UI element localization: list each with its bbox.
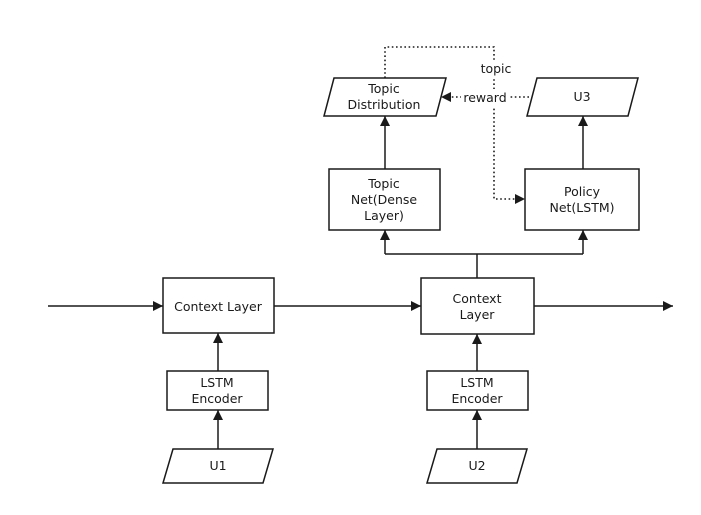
topic-net-line-1: Topic xyxy=(367,176,400,191)
policy-net-line-2: Net(LSTM) xyxy=(549,200,614,215)
node-topic-distribution: Topic Distribution xyxy=(323,77,447,117)
node-u1: U1 xyxy=(161,448,275,484)
node-context-layer-1: Context Layer xyxy=(162,277,275,334)
topic-net-line-3: Layer) xyxy=(364,208,404,223)
node-u2: U2 xyxy=(425,448,529,484)
lstm-encoder-1-line-2: Encoder xyxy=(191,391,243,406)
node-context-layer-2: Context Layer xyxy=(420,277,535,335)
node-policy-net: Policy Net(LSTM) xyxy=(524,168,640,231)
lstm-encoder-2-line-2: Encoder xyxy=(451,391,503,406)
reward-label-bg xyxy=(461,89,509,106)
u3-label: U3 xyxy=(573,89,590,104)
topic-distribution-line-2: Distribution xyxy=(348,97,421,112)
edge-label-reward: reward xyxy=(463,90,506,105)
node-topic-net: Topic Net(Dense Layer) xyxy=(328,168,441,231)
u2-label: U2 xyxy=(468,458,485,473)
u1-label: U1 xyxy=(209,458,226,473)
context-layer-2-line-1: Context xyxy=(453,291,502,306)
topic-distribution-line-1: Topic xyxy=(367,81,400,96)
context-layer-2-line-2: Layer xyxy=(460,307,496,322)
edge-label-topic: topic xyxy=(481,61,512,76)
lstm-encoder-1-line-1: LSTM xyxy=(200,375,233,390)
node-lstm-encoder-1: LSTM Encoder xyxy=(166,370,269,411)
lstm-encoder-2-line-1: LSTM xyxy=(460,375,493,390)
policy-net-line-1: Policy xyxy=(564,184,601,199)
topic-label-bg xyxy=(477,60,515,77)
edge-topic-dotted xyxy=(384,46,525,204)
node-lstm-encoder-2: LSTM Encoder xyxy=(426,370,529,411)
node-u3: U3 xyxy=(526,77,639,117)
topic-net-line-2: Net(Dense xyxy=(351,192,418,207)
context-layer-1-label: Context Layer xyxy=(174,299,263,314)
